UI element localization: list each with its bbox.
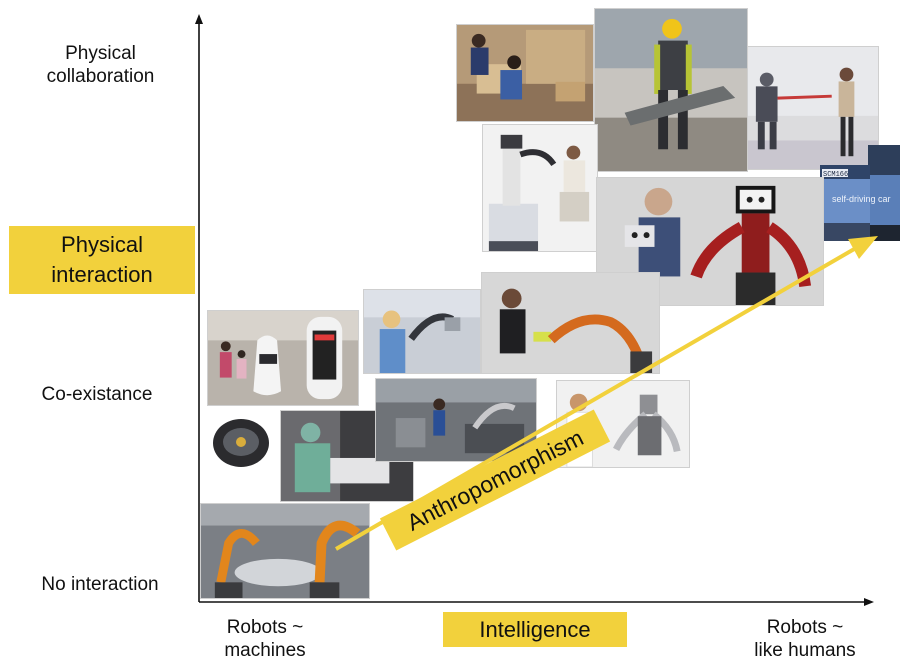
x-right-end-label: Robots ~ like humans [754, 617, 856, 661]
x-axis-arrowhead [864, 598, 874, 606]
photo-man-orange-cobot [481, 272, 660, 374]
photo-humanoid-handover [747, 46, 879, 170]
photo-woman-cobot [363, 289, 481, 374]
y-axis-arrowhead [195, 14, 203, 24]
y-level-co-existance: Co-existance [41, 384, 153, 405]
photo-self-driving-car [868, 145, 900, 241]
car-door-text: self-driving car [832, 194, 891, 204]
photo-roomba [207, 412, 275, 474]
photo-exoskeleton-workers [456, 24, 594, 122]
x-left-end-label: Robots ~ machines [224, 617, 306, 661]
photo-airport-robots [207, 310, 359, 406]
photo-mobile-manipulator [482, 124, 598, 252]
y-axis-title: Physical interaction [9, 226, 195, 294]
x-axis-title: Intelligence [443, 612, 627, 647]
y-level-physical-collaboration: Physical collaboration [46, 43, 155, 87]
photo-industrial-robots [200, 503, 370, 599]
photo-exoskeleton-helmet [594, 8, 748, 172]
y-level-no-interaction: No interaction [41, 574, 159, 595]
car-plate-text: SCM166 [823, 171, 849, 179]
